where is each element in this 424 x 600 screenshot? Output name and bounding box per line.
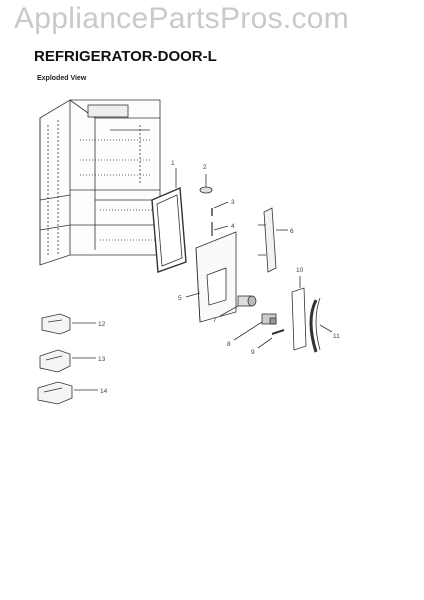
- refrigerator-cabinet: [39, 99, 161, 266]
- motor-part-7: [219, 295, 257, 317]
- page-title: REFRIGERATOR-DOOR-L: [34, 48, 217, 65]
- callout-label-7: 7: [213, 317, 217, 324]
- callout-label-14: 14: [100, 388, 108, 395]
- callout-label-2: 2: [203, 164, 207, 171]
- callout-label-5: 5: [178, 295, 182, 302]
- door-handle-part-11: [309, 297, 333, 353]
- cap-part-2: [199, 174, 213, 194]
- callout-label-10: 10: [296, 267, 304, 274]
- pin-part-9: [257, 329, 285, 349]
- callout-label-11: 11: [333, 333, 340, 340]
- trim-strip-part-10: [291, 276, 307, 351]
- callout-label-1: 1: [171, 160, 175, 167]
- watermark-text: AppliancePartsPros.com: [14, 2, 350, 35]
- bracket-part-4: [211, 222, 229, 236]
- hinge-part-6: [258, 207, 288, 273]
- door-bin-part-12: [41, 313, 96, 335]
- door-bin-part-14: [37, 381, 98, 405]
- callout-label-9: 9: [251, 349, 255, 356]
- door-bin-part-13: [39, 349, 96, 373]
- callout-label-8: 8: [227, 341, 231, 348]
- callout-label-3: 3: [231, 199, 235, 206]
- actuator-part-8: [233, 313, 277, 341]
- callout-label-4: 4: [231, 223, 235, 230]
- door-panel-part-5: [185, 231, 237, 323]
- diagram-subtitle: Exploded View: [37, 75, 87, 82]
- callout-label-13: 13: [98, 356, 106, 363]
- screw-part-3: [211, 201, 229, 216]
- callout-label-6: 6: [290, 228, 294, 235]
- door-gasket-part-1: [151, 168, 187, 273]
- callout-label-12: 12: [98, 321, 106, 328]
